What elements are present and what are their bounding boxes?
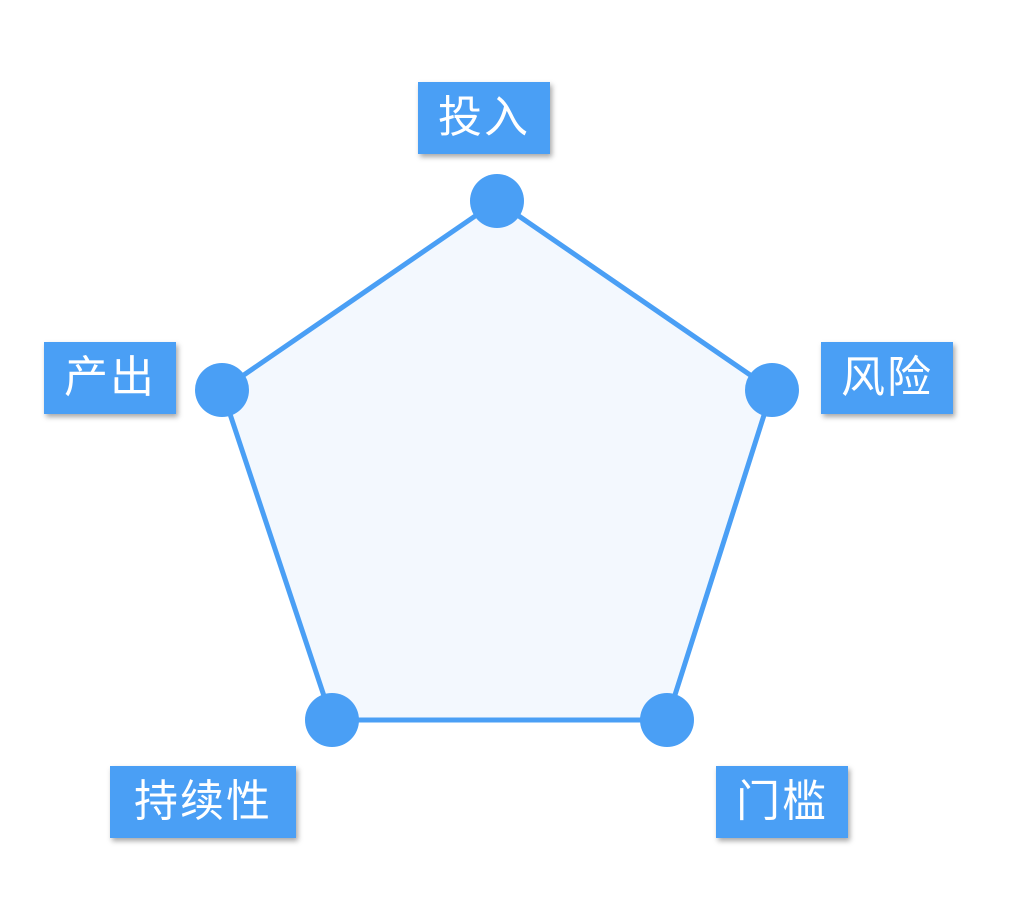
label-output: 产出 (44, 342, 176, 414)
pentagon-shape (219, 198, 775, 723)
vertex-node-bottom-left (305, 693, 359, 747)
vertex-node-bottom-right (640, 693, 694, 747)
label-investment: 投入 (418, 82, 550, 154)
label-sustainability: 持续性 (110, 766, 296, 838)
vertex-node-top (470, 174, 524, 228)
label-threshold: 门槛 (716, 766, 848, 838)
vertex-node-left (195, 363, 249, 417)
label-risk: 风险 (821, 342, 953, 414)
vertex-node-right (745, 363, 799, 417)
